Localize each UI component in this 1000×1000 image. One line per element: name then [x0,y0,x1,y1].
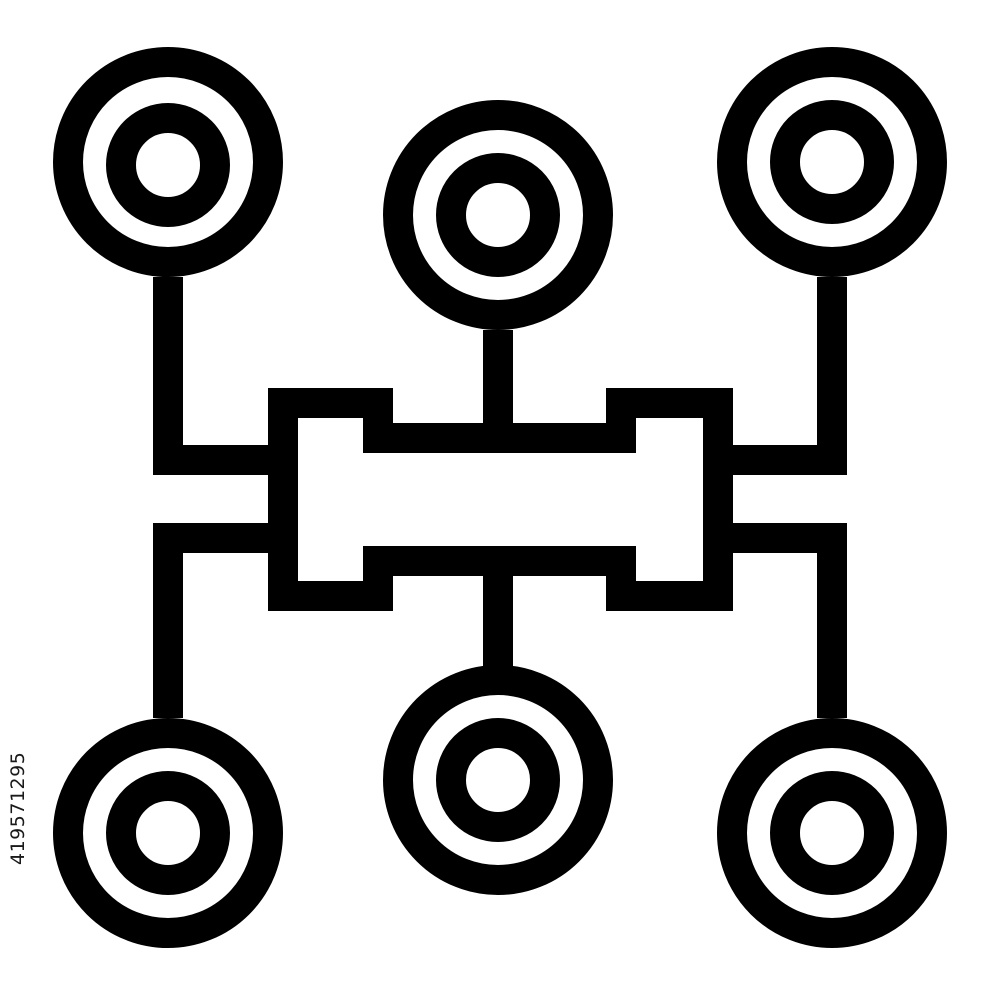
connector-bottom-left [153,523,283,718]
stock-id-watermark: 419571295 [7,751,29,865]
knob-bottom-right [717,718,947,948]
connector-bottom-right [718,523,847,718]
center-handle-shape [268,388,733,611]
connector-top-right [718,277,847,475]
knob-bottom-center [383,665,613,895]
knob-top-left [53,47,283,277]
knob-top-center [383,100,613,330]
knob-top-right [717,47,947,277]
knob-bottom-left [53,718,283,948]
connector-top-left [153,277,283,475]
